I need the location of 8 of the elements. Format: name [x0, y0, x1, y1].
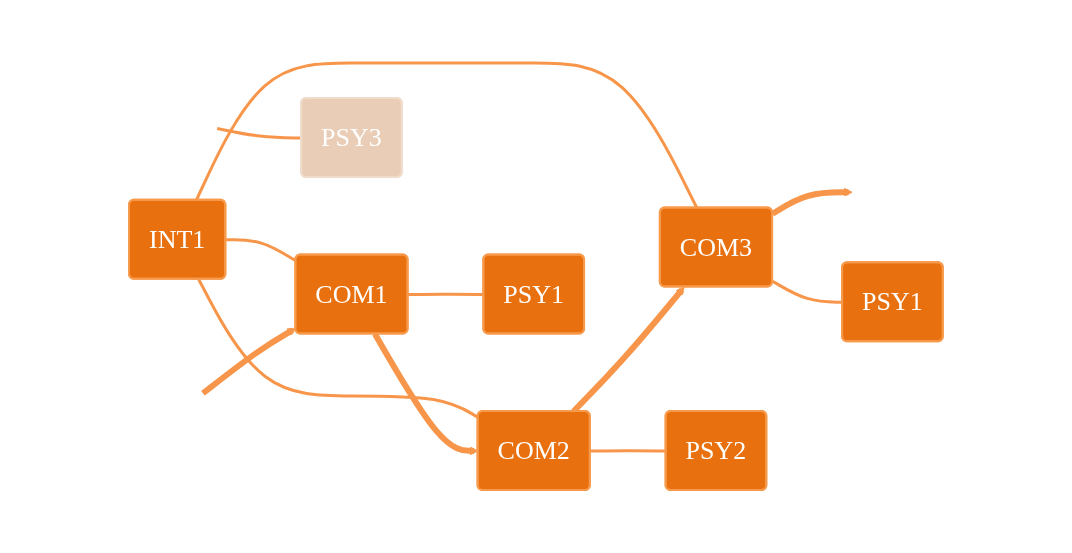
connector	[408, 292, 484, 296]
connector	[195, 61, 699, 209]
connector	[216, 126, 302, 140]
connector	[197, 278, 479, 419]
connector	[225, 238, 297, 263]
arrow	[771, 187, 853, 217]
arrow	[201, 327, 297, 396]
connector	[771, 279, 843, 304]
